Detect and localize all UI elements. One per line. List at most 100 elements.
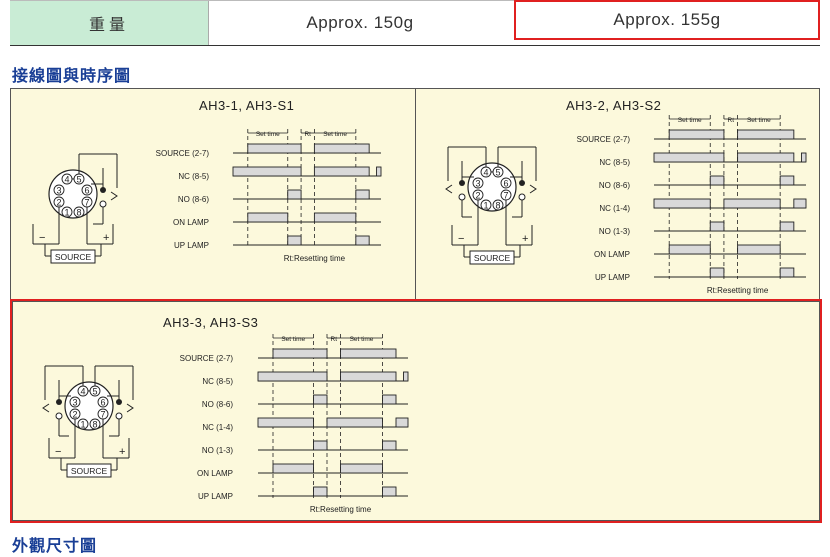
socket-pin	[53, 184, 65, 196]
section-title-dimensions: 外觀尺寸圖	[12, 538, 98, 555]
pin-number: 5	[495, 168, 500, 178]
rt-label: Rt	[331, 336, 338, 343]
pin-number: 5	[76, 175, 81, 185]
socket-pin	[73, 206, 85, 218]
socket-pin	[69, 396, 81, 408]
pulse	[313, 440, 328, 451]
pulse	[403, 371, 409, 382]
minus-sign: −	[458, 233, 464, 245]
pulse	[382, 394, 397, 405]
pulse	[709, 267, 725, 278]
pin-number: 6	[503, 179, 508, 189]
plus-sign: +	[522, 233, 528, 245]
row-label: NO (8-6)	[599, 181, 630, 190]
pulse	[247, 143, 302, 154]
pin-number: 8	[495, 201, 500, 211]
pulse	[800, 152, 807, 163]
pulse	[653, 198, 711, 209]
pin-number: 6	[84, 186, 89, 196]
pin-number: 3	[72, 398, 77, 408]
pin-number: 2	[56, 198, 61, 208]
contact-point	[459, 180, 465, 186]
row-label: NC (8-5)	[599, 158, 630, 167]
socket-pin	[89, 418, 101, 430]
highlight-box	[10, 299, 822, 523]
pin-number: 5	[92, 387, 97, 397]
pulse	[257, 417, 314, 428]
pulse	[382, 486, 397, 497]
pulse	[326, 417, 383, 428]
pin-number: 6	[100, 398, 105, 408]
pulse	[355, 189, 370, 200]
source-label: SOURCE	[55, 252, 92, 262]
pin-number: 7	[84, 198, 89, 208]
pulse	[779, 267, 795, 278]
row-label: ON LAMP	[594, 250, 630, 259]
weight-value-2: Approx. 155g	[514, 0, 820, 40]
pulse	[287, 189, 302, 200]
footnote: Rt:Resetting time	[310, 505, 372, 514]
pulse	[395, 417, 409, 428]
socket-pin	[500, 177, 512, 189]
weight-row: 重量 Approx. 150g Approx. 155g	[10, 0, 820, 46]
pulse	[709, 175, 725, 186]
pulse	[272, 463, 314, 474]
pin-number: 4	[483, 168, 488, 178]
pulse	[737, 244, 781, 255]
set-time-label: Set time	[323, 131, 347, 138]
pin-number: 4	[80, 387, 85, 397]
contact-arrow	[110, 191, 118, 201]
pin-number: 1	[80, 420, 85, 430]
contact-point	[116, 399, 122, 405]
pulse	[653, 152, 725, 163]
set-time-label: Set time	[281, 336, 305, 343]
panel-title: AH3-3, AH3-S3	[163, 315, 259, 330]
row-label: NO (1-3)	[599, 227, 630, 236]
contact-arrow	[42, 403, 50, 413]
pulse	[313, 486, 328, 497]
pulse	[376, 166, 382, 177]
weight-label: 重量	[10, 1, 209, 45]
row-label: ON LAMP	[197, 469, 233, 478]
pulse	[723, 198, 781, 209]
pulse	[287, 235, 302, 246]
set-time-label: Set time	[747, 117, 771, 124]
pulse	[737, 152, 795, 163]
plus-sign: +	[103, 232, 109, 244]
pin-number: 8	[92, 420, 97, 430]
socket-pin	[61, 206, 73, 218]
socket-pin	[77, 418, 89, 430]
pulse	[340, 348, 397, 359]
socket-pin	[472, 177, 484, 189]
plus-sign: +	[119, 446, 125, 458]
set-time-label: Set time	[256, 131, 280, 138]
contact-point	[99, 200, 107, 208]
pin-number: 7	[503, 191, 508, 201]
row-label: NC (8-5)	[178, 172, 209, 181]
pin-number: 7	[100, 410, 105, 420]
set-time-label: Set time	[678, 117, 702, 124]
rt-label: Rt	[728, 117, 735, 124]
minus-sign: −	[39, 232, 45, 244]
row-label: SOURCE (2-7)	[156, 149, 210, 158]
footnote: Rt:Resetting time	[284, 254, 346, 263]
pulse	[340, 463, 383, 474]
pin-number: 3	[475, 179, 480, 189]
contact-arrow	[529, 184, 537, 194]
pulse	[668, 129, 725, 140]
pulse	[709, 221, 725, 232]
footnote: Rt:Resetting time	[707, 286, 769, 295]
pulse	[257, 371, 328, 382]
pulse	[355, 235, 370, 246]
weight-value-1: Approx. 150g	[306, 13, 414, 32]
section-title-wiring: 接線圖與時序圖	[12, 68, 132, 85]
contact-arrow	[445, 184, 453, 194]
row-label: NO (1-3)	[202, 446, 233, 455]
pin-number: 2	[72, 410, 77, 420]
pulse	[779, 221, 795, 232]
source-label: SOURCE	[474, 253, 511, 263]
